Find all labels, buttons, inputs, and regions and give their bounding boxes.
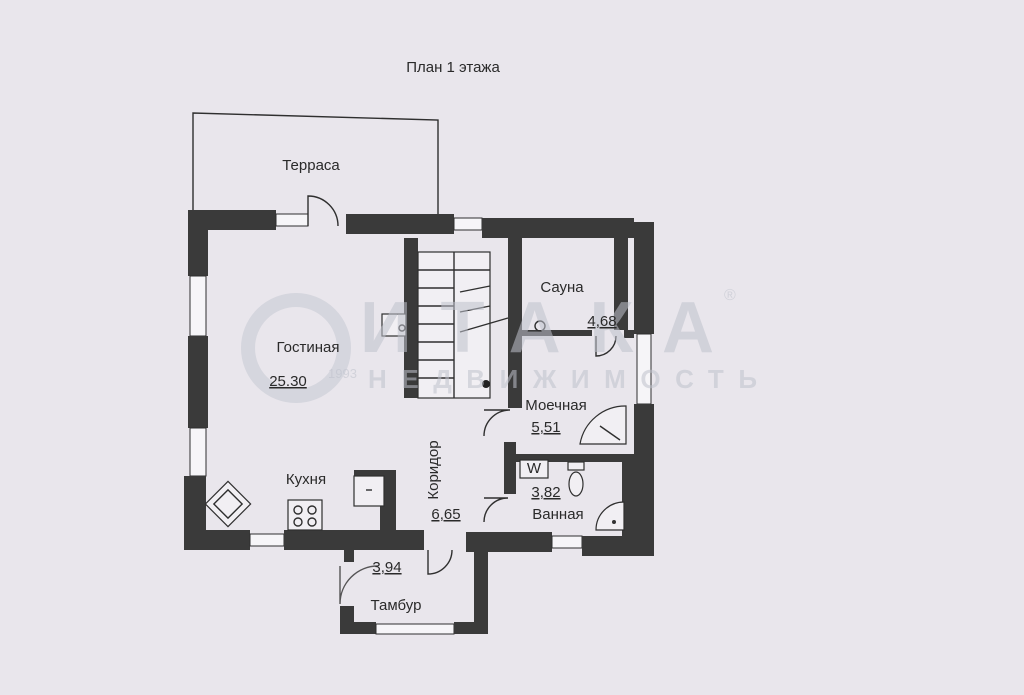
living-room-label: Гостиная xyxy=(277,339,340,356)
stove-icon xyxy=(287,499,323,531)
fridge-icon xyxy=(353,475,385,507)
bathroom-label: Ванная xyxy=(532,506,583,523)
doors xyxy=(307,195,617,605)
terrace-label: Терраса xyxy=(282,157,340,174)
sauna-label: Сауна xyxy=(540,279,584,296)
vestibule-area: 3,94 xyxy=(372,559,401,576)
kitchen-label: Кухня xyxy=(286,471,326,488)
room-labels: Терраса Гостиная 25.30 Сауна 4,68 Моечна… xyxy=(269,157,616,614)
washroom-label: Моечная xyxy=(525,397,586,414)
washroom-area: 5,51 xyxy=(531,419,560,436)
watermark-registered: ® xyxy=(724,287,736,304)
staircase xyxy=(417,251,509,399)
corridor-area: 6,65 xyxy=(431,506,460,523)
washer-label: W xyxy=(527,460,542,477)
watermark-brand: ИТАКА xyxy=(360,288,720,368)
plan-title: План 1 этажа xyxy=(406,59,500,76)
toilet-icon xyxy=(567,461,585,497)
watermark-logo-icon xyxy=(241,293,351,403)
bath-sink-icon xyxy=(595,501,625,531)
watermark-year: 1993 xyxy=(328,366,357,381)
washer-icon xyxy=(519,459,549,479)
living-room-area: 25.30 xyxy=(269,373,307,390)
sauna-heater-icon xyxy=(534,320,546,332)
corridor-label: Коридор xyxy=(425,440,442,499)
walls xyxy=(184,210,654,635)
kitchen-sink-icon xyxy=(204,480,252,528)
terrace-outline xyxy=(192,112,439,214)
shower-icon xyxy=(579,405,627,445)
vestibule-label: Тамбур xyxy=(371,597,422,614)
bathroom-area: 3,82 xyxy=(531,484,560,501)
sauna-area: 4,68 xyxy=(587,313,616,330)
fixtures: W xyxy=(204,313,627,531)
